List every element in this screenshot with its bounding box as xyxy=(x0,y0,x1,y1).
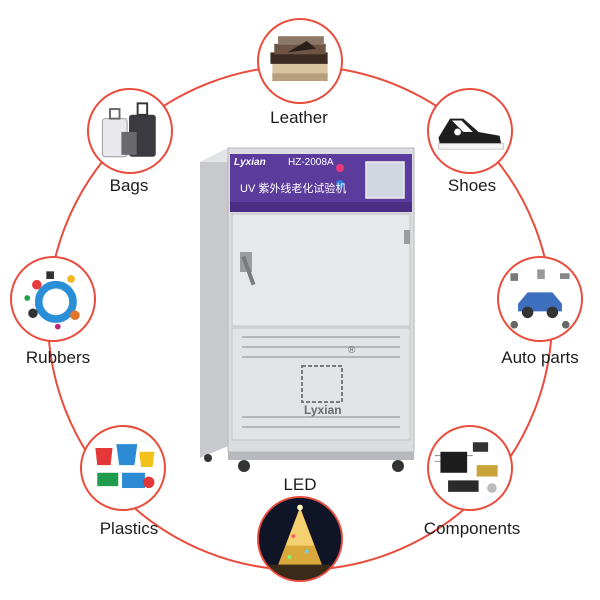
components-label: Components xyxy=(423,519,521,538)
rubber-parts-icon xyxy=(10,256,96,342)
auto-parts-label: Auto parts xyxy=(501,348,579,367)
machine-name: UV 紫外线老化试验机 xyxy=(240,183,347,195)
led-label: LED xyxy=(283,475,317,494)
christmas-tree-lights-icon xyxy=(257,496,343,582)
car-parts-icon xyxy=(497,256,583,342)
bags-label: Bags xyxy=(109,176,149,195)
plastic-ware-icon xyxy=(80,425,166,511)
electronic-components-icon xyxy=(427,425,513,511)
registered-mark: ® xyxy=(348,345,356,356)
uv-aging-test-chamber: Lyxian HZ-2008A UV 紫外线老化试验机 ® Lyxian xyxy=(192,140,422,480)
machine-model: HZ-2008A xyxy=(288,157,334,168)
shoes-label: Shoes xyxy=(447,176,497,195)
suitcase-icon xyxy=(87,88,173,174)
rubbers-label: Rubbers xyxy=(25,348,91,367)
leather-label: Leather xyxy=(270,108,328,127)
machine-logo-text: Lyxian xyxy=(304,403,342,417)
machine-brand: Lyxian xyxy=(234,157,266,168)
sneaker-icon xyxy=(427,88,513,174)
plastics-label: Plastics xyxy=(99,519,159,538)
leather-icon xyxy=(257,18,343,104)
